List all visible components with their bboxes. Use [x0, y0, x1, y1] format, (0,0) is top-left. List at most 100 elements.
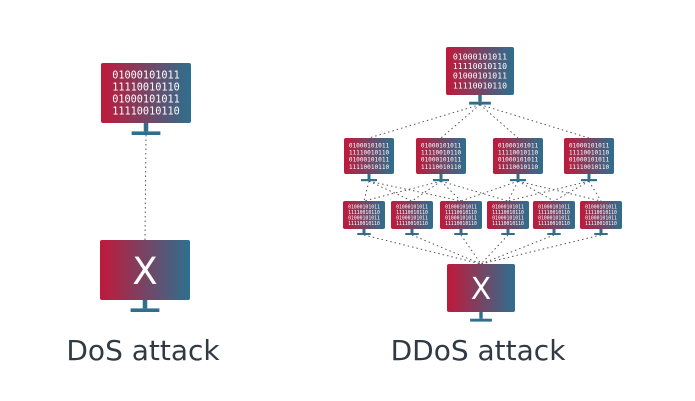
connection-line	[507, 180, 590, 202]
ddos-handler-monitor-4-screen	[564, 138, 614, 174]
ddos-bot-monitor-5-stand	[552, 229, 556, 233]
connection-line	[460, 180, 519, 202]
ddos-handler-monitor-3-base	[510, 179, 526, 182]
connection-lines	[144, 104, 602, 265]
binary-line: 01000101011	[569, 142, 610, 149]
ddos-bot-monitor-6: 0100010101111110010110010001010111111001…	[580, 201, 622, 235]
binary-line: 01000101011	[453, 51, 507, 61]
ddos-master-monitor: 0100010101111110010110010001010111111001…	[446, 47, 514, 105]
ddos-target-monitor-base	[470, 318, 492, 322]
connection-line	[363, 234, 482, 265]
binary-line: 01000101011	[421, 142, 462, 149]
dos-target-monitor-stand	[142, 300, 148, 309]
binary-line: 01000101011	[498, 142, 539, 149]
ddos-caption: DDoS attack	[391, 334, 567, 367]
binary-line: 01000101011	[349, 157, 390, 164]
ddos-bot-monitor-6-stand	[599, 229, 603, 233]
connection-line	[507, 180, 519, 202]
ddos-bot-monitor-2-screen	[391, 201, 433, 229]
binary-line: 11110010110	[585, 210, 617, 216]
binary-line: 11110010110	[349, 150, 390, 157]
binary-line: 11110010110	[538, 210, 570, 216]
dos-source-monitor: 0100010101111110010110010001010111111001…	[101, 63, 191, 135]
connection-line	[517, 180, 602, 202]
connection-line	[479, 104, 590, 139]
monitors: 0100010101111110010110010001010111111001…	[100, 47, 622, 322]
ddos-bot-monitor-3-screen	[440, 201, 482, 229]
ddos-bot-monitor-5-screen	[533, 201, 575, 229]
dos-target-monitor-base	[130, 308, 160, 312]
binary-line: 01000101011	[585, 215, 617, 221]
ddos-target-monitor-stand	[479, 312, 483, 319]
connection-line	[440, 104, 481, 139]
binary-line: 11110010110	[112, 83, 179, 94]
connection-line	[588, 180, 602, 202]
binary-line: 01000101011	[112, 95, 179, 106]
ddos-handler-monitor-1-base	[361, 179, 377, 182]
ddos-handler-monitor-3: 0100010101111110010110010001010111111001…	[493, 138, 543, 182]
ddos-bot-monitor-3-base	[454, 233, 468, 235]
ddos-target-monitor: X	[447, 264, 515, 322]
binary-line: 01000101011	[569, 157, 610, 164]
ddos-handler-monitor-3-screen	[493, 138, 543, 174]
connection-line	[480, 234, 509, 265]
binary-line: 01000101011	[492, 215, 524, 221]
connection-line	[363, 180, 442, 202]
binary-line: 01000101011	[421, 157, 462, 164]
connection-line	[553, 180, 590, 202]
connection-line	[368, 180, 413, 202]
binary-line: 11110010110	[445, 210, 477, 216]
x-mark: X	[132, 249, 157, 293]
dos-caption: DoS attack	[66, 334, 220, 367]
connection-line	[411, 234, 482, 265]
binary-line: 11110010110	[538, 221, 570, 227]
ddos-bot-monitor-2-base	[405, 233, 419, 235]
ddos-handler-monitor-4-base	[581, 179, 597, 182]
dos-source-monitor-screen	[101, 63, 191, 123]
binary-line: 11110010110	[396, 210, 428, 216]
binary-line: 11110010110	[421, 150, 462, 157]
binary-line: 11110010110	[348, 210, 380, 216]
ddos-handler-monitor-1: 0100010101111110010110010001010111111001…	[344, 138, 394, 182]
binary-line: 01000101011	[349, 142, 390, 149]
dos-target-monitor: X	[100, 240, 190, 312]
ddos-handler-monitor-2: 0100010101111110010110010001010111111001…	[416, 138, 466, 182]
connection-line	[479, 104, 519, 139]
connection-line	[368, 180, 462, 202]
binary-line: 11110010110	[492, 221, 524, 227]
binary-line: 01000101011	[396, 215, 428, 221]
binary-line: 01000101011	[585, 204, 617, 210]
binary-line: 11110010110	[492, 210, 524, 216]
ddos-handler-monitor-2-stand	[439, 174, 443, 180]
connection-line	[480, 234, 602, 265]
ddos-handler-monitor-1-screen	[344, 138, 394, 174]
ddos-bot-monitor-4-base	[501, 233, 515, 235]
ddos-bot-monitor-1-screen	[343, 201, 385, 229]
ddos-master-monitor-stand	[478, 95, 482, 102]
connection-line	[368, 104, 481, 139]
ddos-bot-monitor-5: 0100010101111110010110010001010111111001…	[533, 201, 575, 235]
connection-line	[440, 180, 462, 202]
dos-target-monitor-screen	[100, 240, 190, 300]
binary-line: 11110010110	[498, 164, 539, 171]
ddos-bot-monitor-3-stand	[459, 229, 463, 233]
binary-line: 11110010110	[498, 150, 539, 157]
ddos-bot-monitor-4-stand	[506, 229, 510, 233]
binary-line: 01000101011	[538, 204, 570, 210]
ddos-handler-monitor-2-base	[433, 179, 449, 182]
binary-line: 11110010110	[585, 221, 617, 227]
ddos-bot-monitor-4-screen	[487, 201, 529, 229]
dos-source-monitor-base	[131, 131, 161, 135]
ddos-bot-monitor-1-stand	[362, 229, 366, 233]
ddos-handler-monitor-2-screen	[416, 138, 466, 174]
binary-line: 11110010110	[348, 221, 380, 227]
ddos-bot-monitor-6-base	[594, 233, 608, 235]
ddos-bot-monitor-4: 0100010101111110010110010001010111111001…	[487, 201, 529, 235]
ddos-target-monitor-screen	[447, 264, 515, 312]
connection-line	[411, 180, 442, 202]
connection-line	[363, 181, 370, 202]
ddos-handler-monitor-4: 0100010101111110010110010001010111111001…	[564, 138, 614, 182]
binary-line: 01000101011	[445, 204, 477, 210]
binary-line: 01000101011	[348, 204, 380, 210]
